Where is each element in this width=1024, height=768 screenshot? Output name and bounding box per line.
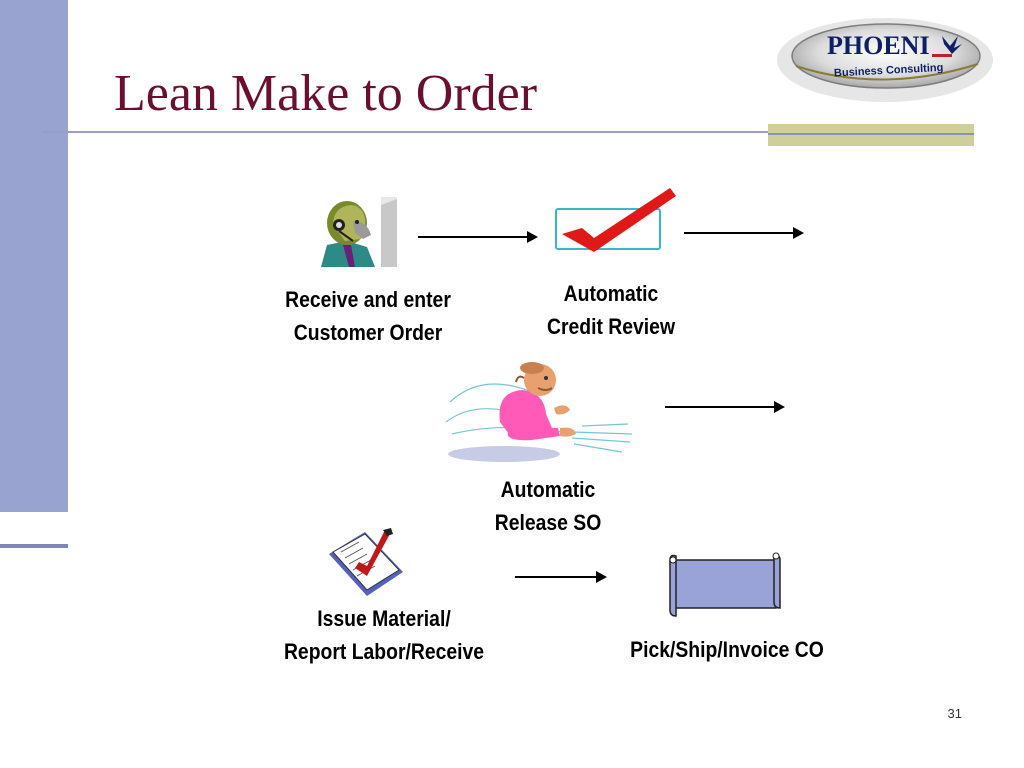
step-label-release-so: Automatic Release SO (494, 477, 602, 535)
phoenix-bird-icon (932, 36, 962, 57)
scroll-icon (666, 550, 782, 618)
title-rule (42, 131, 974, 133)
page-number: 31 (947, 706, 962, 721)
phoenix-logo: PHOENI Business Consulting (772, 14, 998, 106)
running-man-icon (442, 362, 634, 468)
step-label-issue-material: Issue Material/ Report Labor/Receive (283, 606, 485, 664)
flow-arrow-3 (665, 401, 785, 413)
title-rule-accent (768, 124, 974, 146)
flow-arrow-4 (515, 571, 607, 583)
slide-title: Lean Make to Order (114, 65, 538, 122)
logo-tagline: Business Consulting (834, 62, 944, 80)
step-label-pick-ship: Pick/Ship/Invoice CO (630, 637, 824, 662)
operator-headset-icon (317, 195, 399, 269)
flow-arrow-2 (684, 227, 804, 239)
step-label-credit-review: Automatic Credit Review (546, 281, 676, 339)
checkmark-icon (552, 186, 678, 254)
left-accent-line (0, 544, 68, 548)
checklist-icon (325, 528, 405, 600)
left-accent-band (0, 0, 68, 512)
step-label-receive-order: Receive and enter Customer Order (285, 287, 451, 345)
logo-wordmark: PHOENI (827, 31, 930, 60)
flow-arrow-1 (418, 231, 538, 243)
